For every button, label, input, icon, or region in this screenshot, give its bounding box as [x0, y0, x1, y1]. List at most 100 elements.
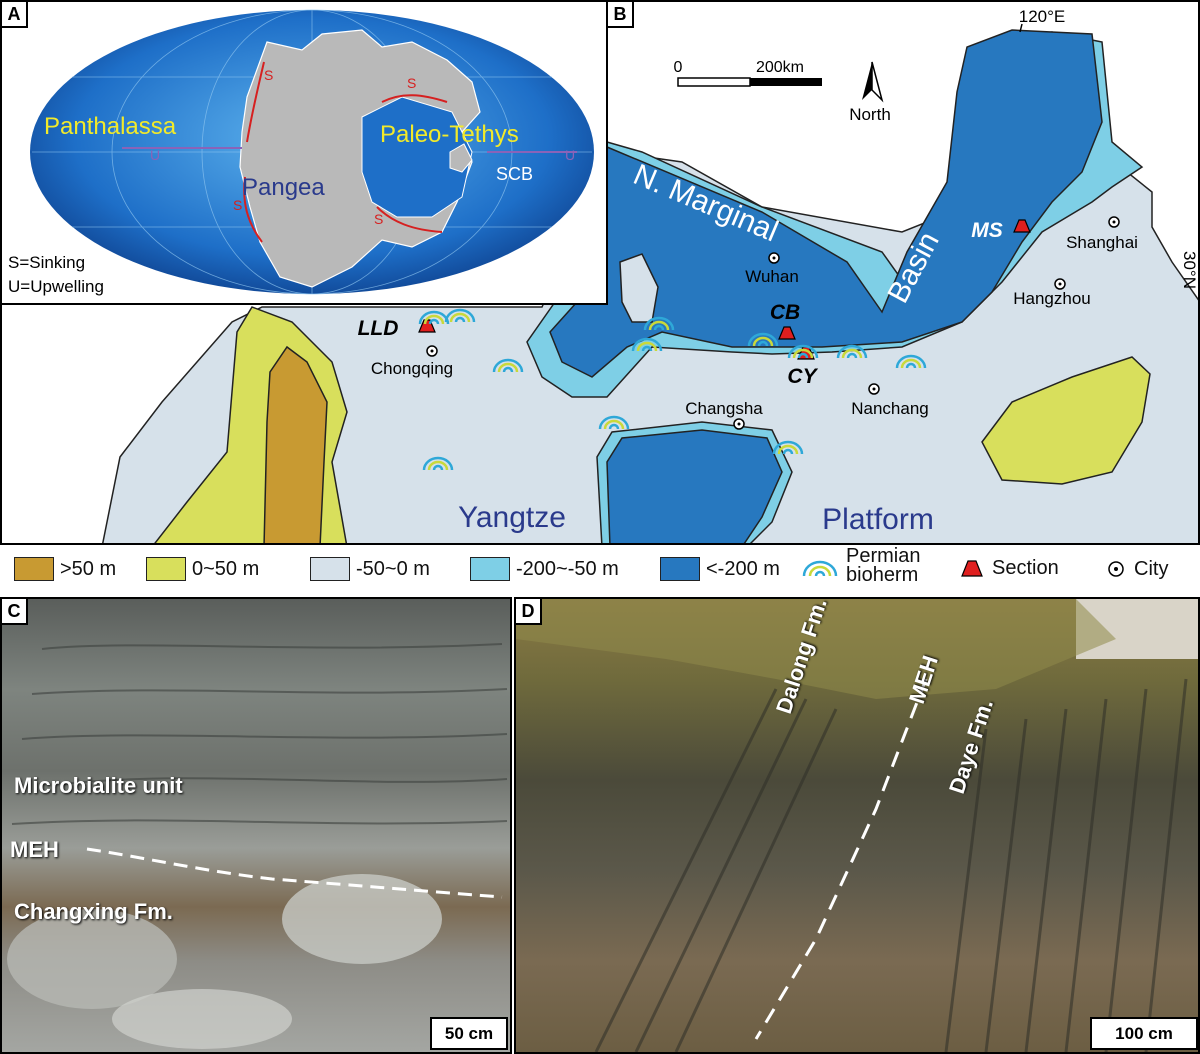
meh-boundary-line: [754, 678, 928, 1040]
bioherm-icon: [422, 456, 454, 471]
legend-label: Permian: [846, 545, 921, 567]
scale-zero: 0: [674, 59, 683, 76]
section-triangle-icon: [961, 559, 983, 577]
legend-item: <-200 m: [660, 557, 780, 581]
grass-cover: [516, 599, 1116, 699]
section-ms: MS: [971, 219, 1031, 242]
legend-label: 0~50 m: [192, 557, 260, 580]
upwelling-arrows: [122, 146, 578, 154]
panel-c-label: C: [2, 599, 28, 625]
platform-label-1: Yangtze: [458, 501, 566, 534]
panel-c-outcrop-photo: C Microbialite unit MEH Changxing Fm. 50…: [0, 597, 512, 1054]
sinking-mark: S: [233, 197, 242, 213]
bioherm-icon: [802, 560, 838, 577]
meh-boundary-line: [86, 847, 503, 899]
panel-d-outcrop-photo: D Dalong Fm. MEH Daye Fm. 100 cm: [514, 597, 1200, 1054]
paleo-tethys-label-1: Paleo-Tethys: [380, 121, 519, 148]
sinking-mark: S: [264, 67, 273, 83]
bioherm-icon: [444, 308, 476, 323]
svg-text:Wuhan: Wuhan: [745, 267, 799, 286]
changxing-fm-label: Changxing Fm.: [14, 899, 173, 924]
photo-d-svg: [516, 599, 1198, 1052]
legend-item: -200~-50 m: [470, 557, 619, 581]
city-dot-icon: [1108, 561, 1124, 577]
key-sinking: S=Sinking: [8, 253, 85, 272]
panel-b-paleogeographic-map: B 0 200km North 120°E 30°N N.: [0, 0, 1200, 545]
boulder: [282, 874, 442, 964]
scale-length: 200km: [756, 59, 804, 76]
key-upwelling: U=Upwelling: [8, 277, 104, 296]
longitude-label: 120°E: [1019, 7, 1066, 26]
eastern-high-yellow: [981, 356, 1151, 485]
svg-text:Hangzhou: Hangzhou: [1013, 289, 1091, 308]
bioherm-icon: [631, 337, 663, 352]
scb-block: [449, 143, 473, 173]
legend-label: Section: [992, 557, 1059, 579]
south-basin-deep: [606, 429, 783, 543]
map-legend: >50 m 0~50 m -50~0 m -200~-50 m <-200 m …: [0, 545, 1200, 597]
platform-label-2: Platform: [822, 503, 934, 536]
sinking-mark: S: [407, 75, 416, 91]
panel-a-label: A: [2, 2, 28, 28]
svg-text:Shanghai: Shanghai: [1066, 233, 1138, 252]
boulder: [7, 909, 177, 1009]
panel-a-global-paleomap: A: [0, 0, 608, 305]
strata-beds: [594, 678, 1188, 1052]
map-b-svg: 0 200km North 120°E 30°N N. Marginal Bas…: [102, 7, 1199, 543]
svg-text:MS: MS: [971, 219, 1003, 242]
map-a-svg: S S S S U U Panthalassa Paleo-Tethys Pan…: [8, 9, 594, 296]
paleo-tethys-gulf: [361, 96, 473, 218]
panel-b-label: B: [608, 2, 634, 28]
photo-c-svg: [7, 643, 508, 1049]
legend-label: -50~0 m: [356, 557, 430, 580]
scale-bar-black: [750, 78, 822, 86]
scale-bar-d: 100 cm: [1090, 1017, 1198, 1050]
bioherm-icon: [492, 358, 524, 373]
bioherm-icon: [772, 440, 804, 455]
panthalassa-label: Panthalassa: [44, 113, 177, 140]
bioherm-icon: [643, 316, 675, 331]
sinking-mark: S: [374, 211, 383, 227]
north-label: North: [849, 105, 891, 124]
svg-text:Chongqing: Chongqing: [371, 359, 453, 378]
legend-item: 0~50 m: [146, 557, 259, 581]
scale-bar-white: [677, 77, 751, 87]
latitude-label: 30°N: [1180, 251, 1199, 289]
city-nanchang: Nanchang: [851, 383, 929, 418]
city-changsha: Changsha: [685, 399, 763, 430]
svg-text:Changsha: Changsha: [685, 399, 763, 418]
legend-swatch: [470, 557, 510, 581]
deep-basin-north: [549, 29, 1103, 378]
upwelling-mark: U: [565, 147, 575, 163]
boulder: [112, 989, 292, 1049]
upwelling-mark: U: [150, 147, 160, 163]
legend-item: -50~0 m: [310, 557, 430, 581]
legend-label: bioherm: [846, 564, 919, 586]
legend-swatch: [660, 557, 700, 581]
bioherm-icon: [895, 354, 927, 369]
legend-item: City: [1104, 557, 1168, 581]
legend-swatch: [146, 557, 186, 581]
city-chongqing: Chongqing: [371, 345, 453, 378]
meh-label-c: MEH: [10, 837, 59, 862]
svg-text:Nanchang: Nanchang: [851, 399, 929, 418]
legend-item: >50 m: [14, 557, 116, 581]
bioherm-icon: [747, 332, 779, 347]
city-wuhan: Wuhan: [745, 252, 799, 286]
bioherm-icon: [598, 415, 630, 430]
svg-text:LLD: LLD: [358, 317, 399, 340]
legend-item: Permian bioherm: [800, 545, 921, 586]
rock-bedding: [11, 643, 508, 825]
western-high-brown: [263, 345, 328, 543]
panel-d-label: D: [516, 599, 542, 625]
legend-label: <-200 m: [706, 557, 780, 580]
legend-swatch: [14, 557, 54, 581]
legend-label: >50 m: [60, 557, 117, 580]
svg-text:CY: CY: [787, 365, 818, 388]
sinking-arrows: [243, 61, 448, 243]
section-cb: CB: [770, 301, 800, 340]
bioherm-icon: [836, 344, 868, 359]
scb-label: SCB: [496, 164, 533, 184]
microbialite-unit-label: Microbialite unit: [14, 773, 183, 798]
scale-bar-c: 50 cm: [430, 1017, 508, 1050]
